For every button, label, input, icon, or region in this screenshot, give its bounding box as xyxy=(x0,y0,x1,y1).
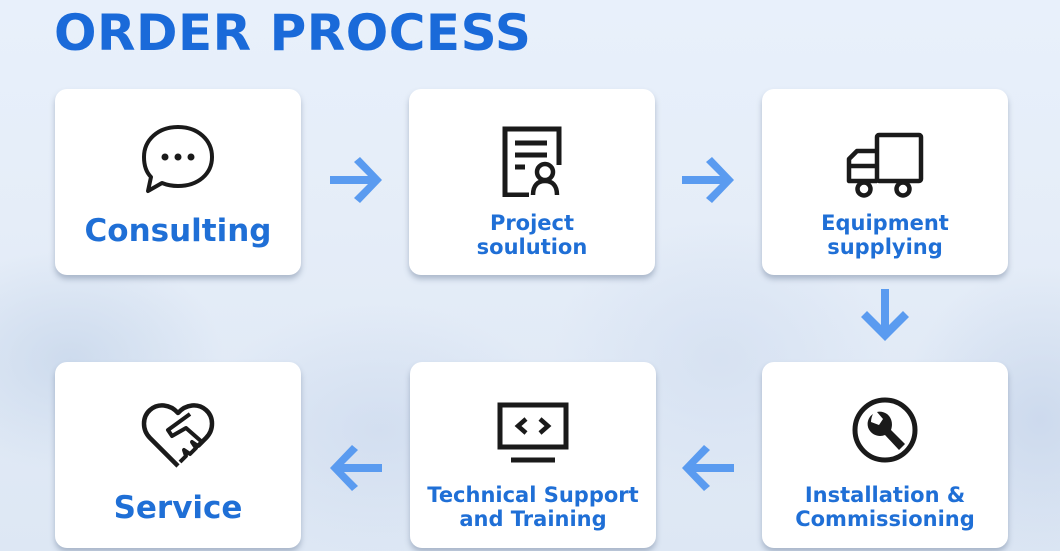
arrow-left-icon xyxy=(682,445,734,491)
step-label: Service xyxy=(113,490,243,526)
arrow-left-icon xyxy=(330,445,382,491)
step-card-consulting: Consulting xyxy=(55,89,301,275)
wrench-icon xyxy=(852,397,918,463)
document-user-icon xyxy=(502,126,562,197)
monitor-code-icon xyxy=(497,402,569,463)
page-title: ORDER PROCESS xyxy=(54,4,532,62)
step-label: Equipment supplying xyxy=(821,211,949,259)
step-card-installation: Installation & Commissioning xyxy=(762,362,1008,548)
step-label: Project soulution xyxy=(476,211,588,259)
arrow-down-icon xyxy=(861,289,909,341)
step-label: Installation & Commissioning xyxy=(795,483,975,531)
step-card-project-solution: Project soulution xyxy=(409,89,655,275)
truck-icon xyxy=(846,132,924,198)
step-card-service: Service xyxy=(55,362,301,548)
heart-handshake-icon xyxy=(141,403,215,468)
arrow-right-icon xyxy=(330,157,382,203)
step-label: Technical Support and Training xyxy=(427,483,639,531)
step-label: Consulting xyxy=(84,213,272,249)
step-card-equipment-supplying: Equipment supplying xyxy=(762,89,1008,275)
step-card-technical-support: Technical Support and Training xyxy=(410,362,656,548)
chat-bubble-icon xyxy=(142,125,214,193)
arrow-right-icon xyxy=(682,157,734,203)
